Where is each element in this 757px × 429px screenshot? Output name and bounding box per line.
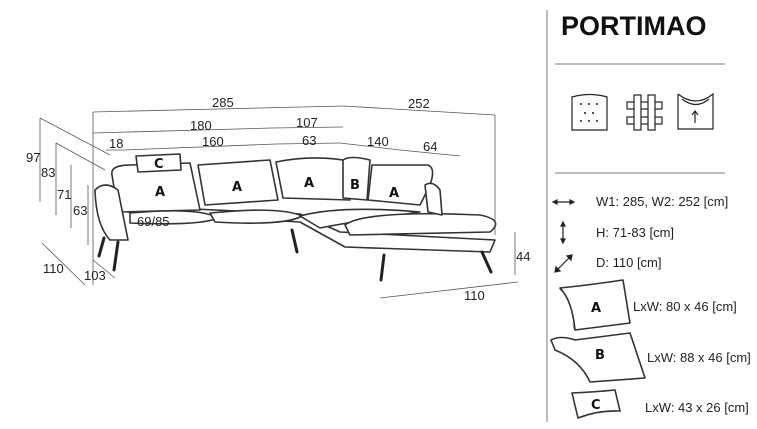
sofa-drawing <box>94 153 497 282</box>
cushion-a-size: LxW: 80 x 46 [cm] <box>633 299 737 314</box>
cushion-label-c: C <box>154 157 164 172</box>
cushion-a-label: A <box>591 301 601 316</box>
cushion-label-a: A <box>304 176 314 191</box>
dim-160: 160 <box>202 134 224 149</box>
cushion-c-size: LxW: 43 x 26 [cm] <box>645 400 749 415</box>
dimension-lines <box>39 105 519 299</box>
removable-cover-icon <box>677 92 714 130</box>
dim-110-chaise: 110 <box>464 288 485 303</box>
dim-103: 103 <box>84 268 106 283</box>
cushion-label-a: A <box>155 185 165 200</box>
dim-44: 44 <box>516 249 530 264</box>
cushion-b-label: B <box>595 348 605 363</box>
depth-arrow-icon <box>554 254 573 273</box>
woven-fabric-icon <box>626 94 663 131</box>
dim-83: 83 <box>41 165 55 180</box>
cushion-label-a: A <box>389 186 399 201</box>
dim-63-height: 63 <box>73 203 87 218</box>
cushion-b-size: LxW: 88 x 46 [cm] <box>647 350 751 365</box>
cushion-c-label: C <box>591 398 601 413</box>
dim-63: 63 <box>302 133 316 148</box>
spec-height: H: 71-83 [cm] <box>596 225 674 240</box>
cushion-b-drawing: B <box>550 332 646 383</box>
dim-97: 97 <box>26 150 40 165</box>
dim-140: 140 <box>367 134 389 149</box>
cushion-a-drawing: A <box>559 279 631 331</box>
foam-seat-icon <box>571 93 608 131</box>
spec-depth: D: 110 [cm] <box>596 255 662 270</box>
dim-seat-depth: 69/85 <box>137 214 170 229</box>
cushion-c-drawing: C <box>571 389 621 419</box>
product-title: PORTIMAO <box>561 11 707 41</box>
dim-110-depth: 110 <box>43 261 64 276</box>
cushion-label-a: A <box>232 180 242 195</box>
cushion-label-b: B <box>350 178 360 193</box>
dim-71: 71 <box>57 187 71 202</box>
spec-width: W1: 285, W2: 252 [cm] <box>596 194 728 209</box>
dim-18: 18 <box>109 136 123 151</box>
dim-64: 64 <box>423 139 437 154</box>
height-arrow-icon <box>560 220 566 245</box>
dim-107: 107 <box>296 115 318 130</box>
dim-180: 180 <box>190 118 212 133</box>
dimension-labels: 285 252 180 107 18 160 63 140 64 97 83 7… <box>26 95 530 303</box>
width-arrow-icon <box>551 199 576 205</box>
dim-252: 252 <box>408 96 430 111</box>
dim-285: 285 <box>212 95 234 110</box>
